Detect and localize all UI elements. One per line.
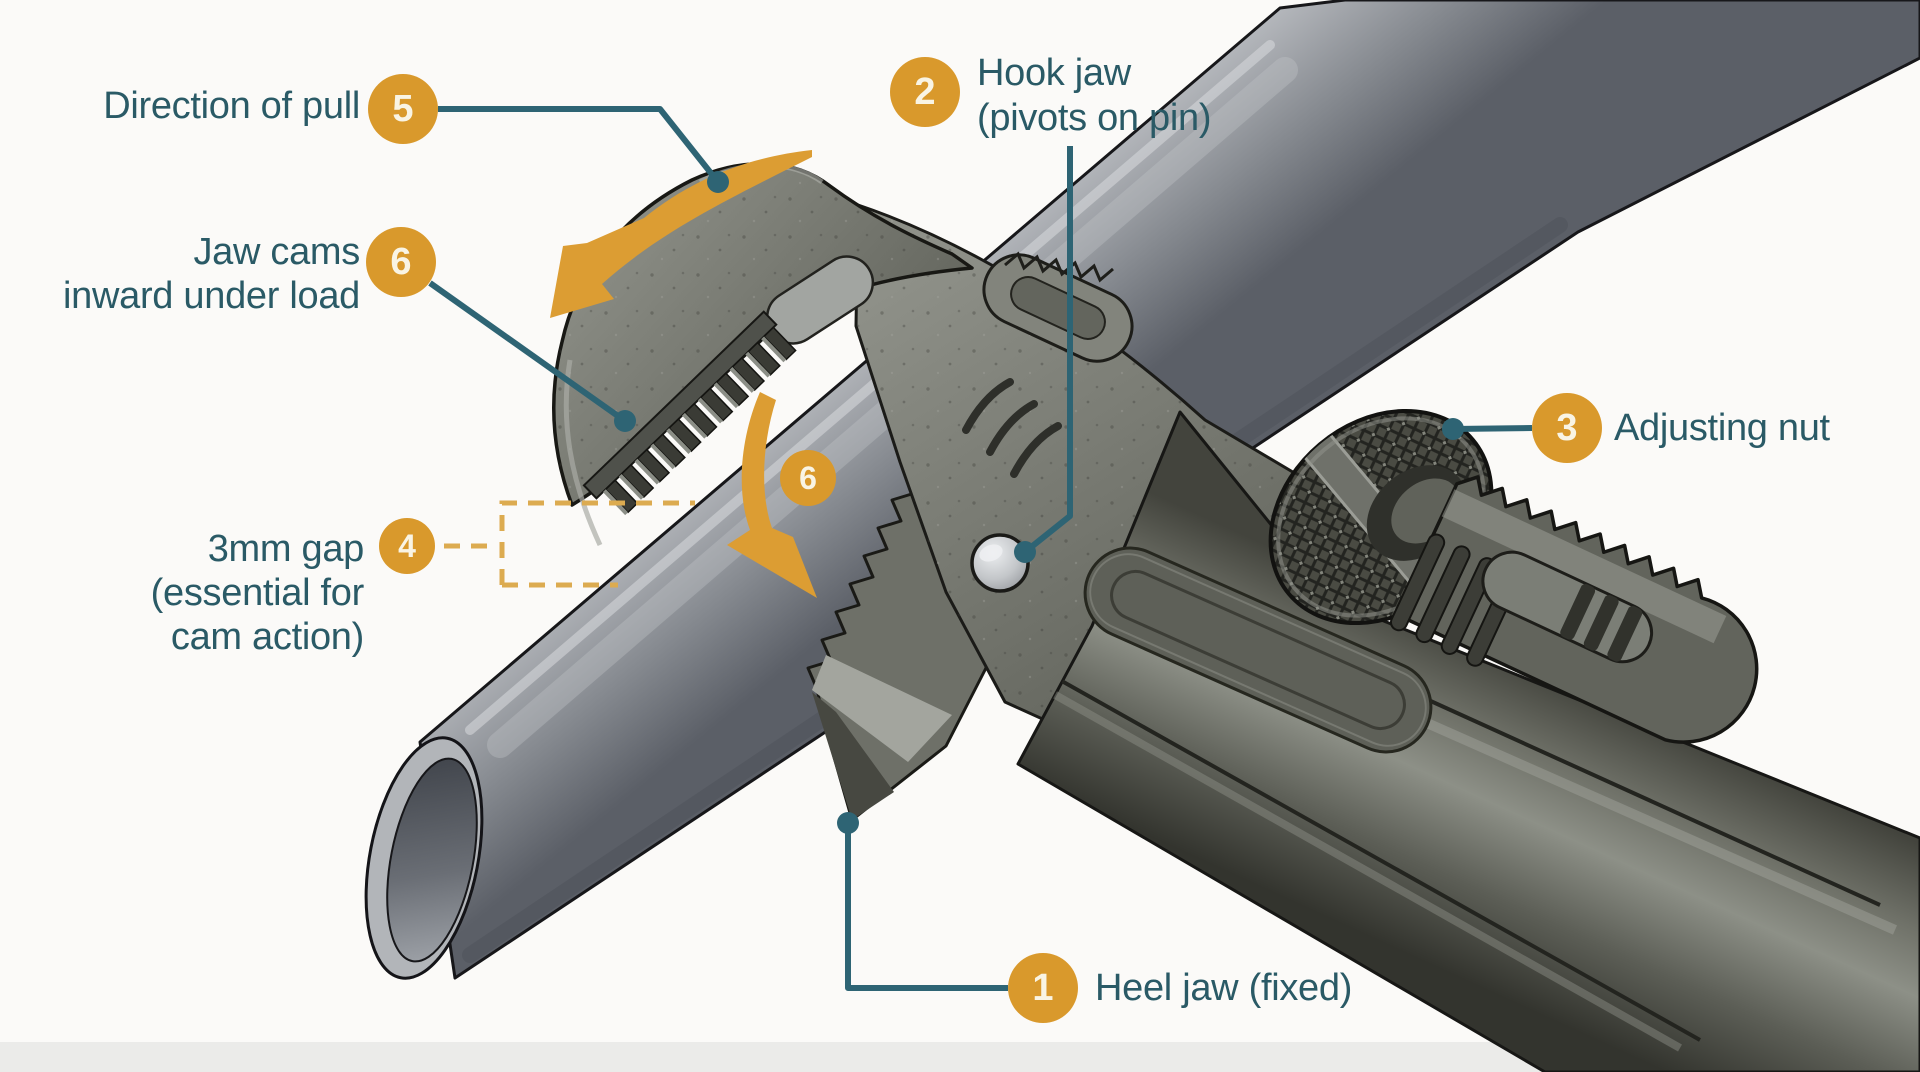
label-hook-jaw-line1: Hook jaw [977,52,1131,94]
label-gap-3mm-line1: 3mm gap [207,528,365,570]
gap-dashed-bracket [444,500,695,588]
label-heel-jaw: Heel jaw (fixed) [1095,967,1353,1009]
badge-cam-motion: 6 [780,450,836,506]
leader-hook-jaw [1023,146,1073,555]
label-adjusting-nut: Adjusting nut [1614,407,1830,449]
direction-of-pull-arrow [550,150,812,318]
badge-hook-jaw: 2 [890,57,960,127]
label-direction-of-pull: Direction of pull [103,85,360,127]
thread-ribs-top [962,378,1062,478]
label-gap-3mm-line3: cam action) [170,616,364,658]
label-gap-3mm-line2: (essential for [150,572,365,614]
pivot-pin [970,533,1030,593]
leader-jaw-cams [428,280,627,424]
badge-heel-jaw: 1 [1008,953,1078,1023]
badge-jaw-cams: 6 [366,227,436,297]
badge-gap-3mm: 4 [379,518,435,574]
handle-slot [1083,546,1433,754]
leader-heel-jaw [845,823,1008,991]
label-jaw-cams: Jaw cams inward under load [63,230,360,318]
badge-direction-of-pull: 5 [368,74,438,144]
cam-motion-arrow [727,392,817,598]
leader-dots [614,171,1464,834]
label-gap-3mm: 3mm gap (essential for cam action) [150,527,365,659]
label-hook-jaw: Hook jaw (pivots on pin) [977,51,1211,141]
leader-lines [428,106,1533,991]
label-jaw-cams-line1: Jaw cams [193,231,360,273]
hook-shank-rack [1389,475,1759,744]
leader-direction-of-pull [438,106,721,184]
badge-adjusting-nut: 3 [1532,393,1602,463]
leader-adjusting-nut [1452,425,1533,432]
label-hook-jaw-line2: (pivots on pin) [977,97,1212,139]
hook-jaw-teeth [582,310,797,516]
label-jaw-cams-line2: inward under load [63,275,360,317]
shank-teeth-top [1004,251,1114,283]
pipe-mouth-bore [386,757,478,963]
heel-jaw-facet [812,655,952,762]
